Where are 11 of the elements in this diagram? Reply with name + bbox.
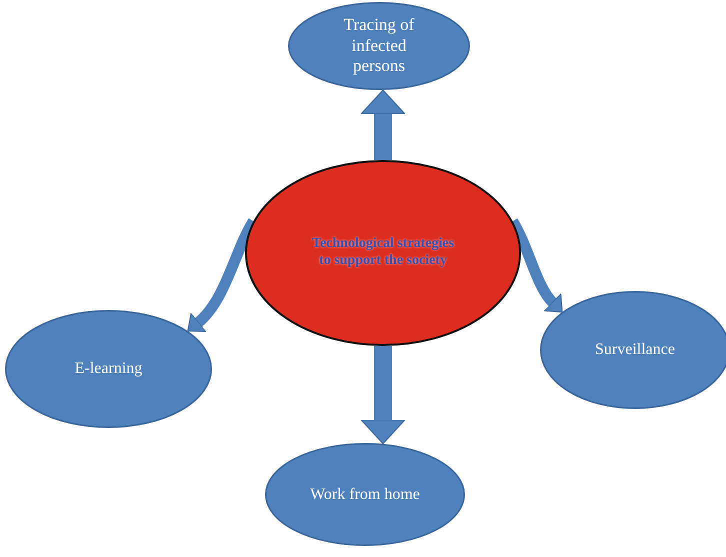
topic-label: Tracing of infected persons [342, 15, 416, 77]
central-ellipse [245, 160, 521, 346]
central-topic: Technological strategies to support the society [310, 236, 456, 270]
topic-label: Work from home [310, 484, 420, 504]
topic-label: E-learning [74, 359, 142, 379]
topic-ellipse [288, 2, 470, 90]
arrow [360, 90, 406, 160]
arrow [360, 346, 406, 444]
topic-ellipse [265, 443, 465, 546]
topic-label: Surveillance [595, 340, 675, 360]
topic-ellipse [5, 310, 212, 428]
